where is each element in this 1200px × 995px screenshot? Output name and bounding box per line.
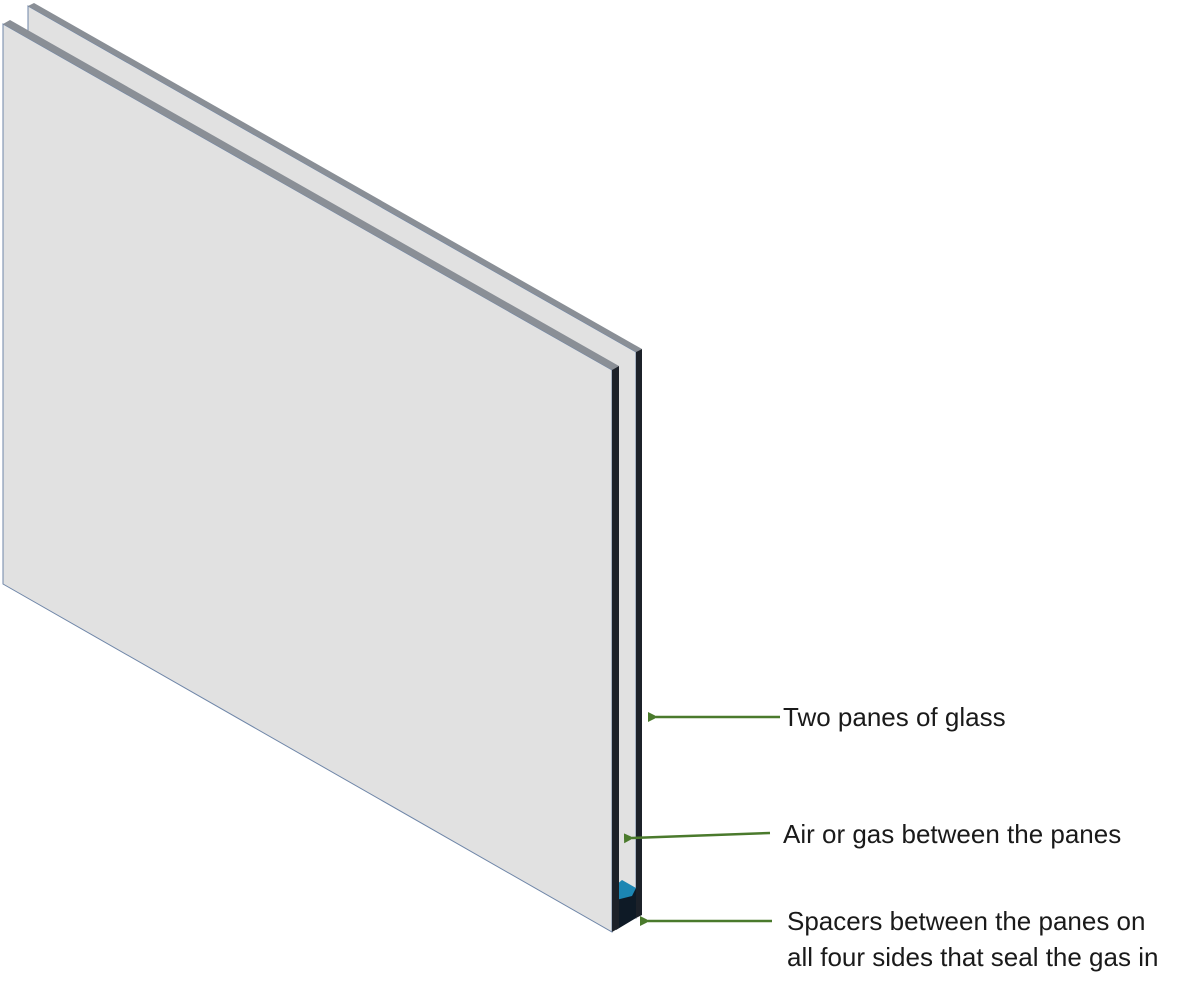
label-spacers-line-1: Spacers between the panes on <box>787 906 1146 936</box>
front-pane-top-edge <box>3 20 619 370</box>
back-pane-top-edge <box>28 3 642 352</box>
back-pane-side-edge <box>636 349 642 918</box>
arrow-gas <box>623 831 771 844</box>
label-air-gas: Air or gas between the panes <box>783 819 1122 849</box>
label-spacers-line-2: all four sides that seal the gas in <box>787 942 1159 972</box>
label-two-panes: Two panes of glass <box>783 702 1006 732</box>
spacer-top <box>616 880 636 900</box>
front-glass-pane <box>2 20 619 933</box>
front-pane-side-edge <box>612 366 619 932</box>
spacer <box>616 880 636 930</box>
